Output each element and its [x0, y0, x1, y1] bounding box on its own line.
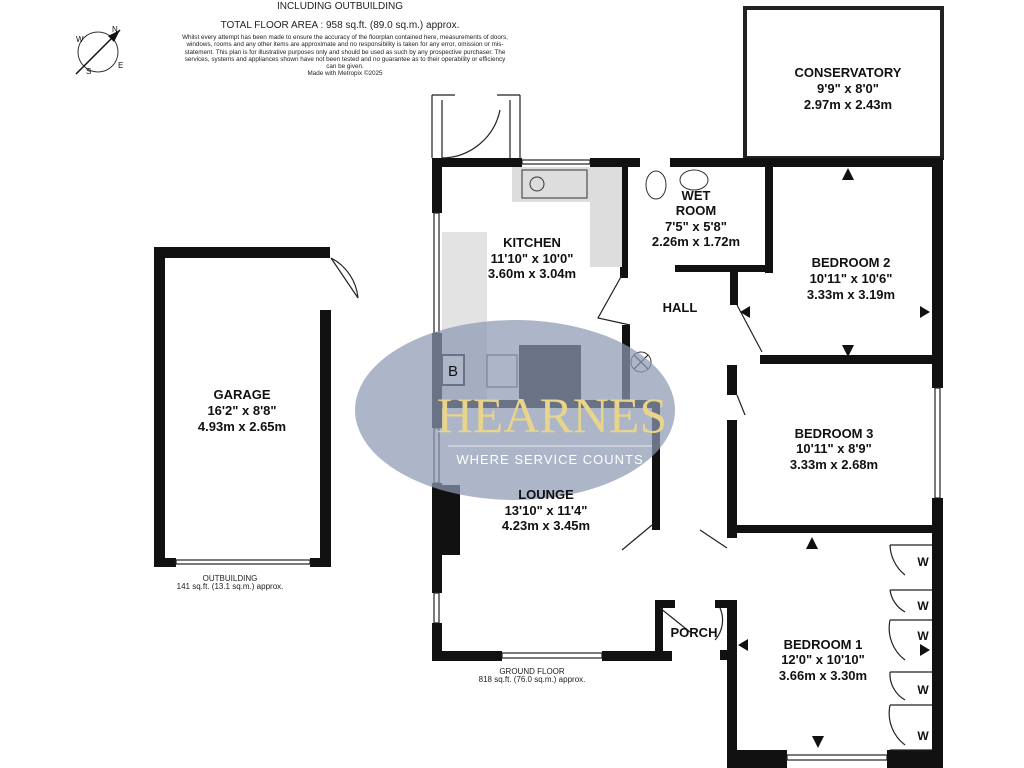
disclaimer: Whilst every attempt has been made to en… — [182, 34, 508, 78]
room-garage: GARAGE 16'2" x 8'8" 4.93m x 2.65m — [198, 387, 286, 434]
room-porch: PORCH — [671, 625, 718, 640]
subtitle: INCLUDING OUTBUILDING — [276, 1, 404, 12]
svg-text:S: S — [86, 67, 91, 76]
svg-text:3.33m x 2.68m: 3.33m x 2.68m — [790, 457, 878, 472]
svg-text:BEDROOM 3: BEDROOM 3 — [795, 426, 874, 441]
svg-text:12'0" x 10'10": 12'0" x 10'10" — [781, 652, 865, 667]
svg-text:3.60m x 3.04m: 3.60m x 3.04m — [488, 266, 576, 281]
svg-text:16'2" x 8'8": 16'2" x 8'8" — [207, 403, 276, 418]
made-with: Made with Metropix ©2025 — [307, 70, 383, 78]
svg-text:7'5" x 5'8": 7'5" x 5'8" — [665, 219, 727, 234]
svg-text:BEDROOM 1: BEDROOM 1 — [784, 637, 863, 652]
svg-text:11'10" x 10'0": 11'10" x 10'0" — [491, 251, 574, 266]
svg-text:HEARNES: HEARNES — [437, 387, 668, 443]
wardrobe-labels: W W W W W — [917, 555, 929, 743]
svg-text:4.23m x 3.45m: 4.23m x 3.45m — [502, 518, 590, 533]
svg-text:3.66m x 3.30m: 3.66m x 3.30m — [779, 668, 867, 683]
svg-text:2.97m x 2.43m: 2.97m x 2.43m — [804, 97, 892, 112]
svg-text:W: W — [917, 599, 929, 613]
svg-text:OUTBUILDING: OUTBUILDING — [203, 574, 258, 583]
svg-text:10'11" x 10'6": 10'11" x 10'6" — [810, 271, 893, 286]
room-conservatory: CONSERVATORY 9'9" x 8'0" 2.97m x 2.43m — [795, 65, 902, 112]
svg-text:WET: WET — [682, 188, 711, 203]
compass-icon: N E S W — [75, 25, 123, 76]
svg-text:W: W — [917, 683, 929, 697]
total-floor-area: TOTAL FLOOR AREA : 958 sq.ft. (89.0 sq.m… — [220, 20, 460, 31]
svg-text:GARAGE: GARAGE — [213, 387, 270, 402]
svg-text:818 sq.ft. (76.0 sq.m.) approx: 818 sq.ft. (76.0 sq.m.) approx. — [479, 675, 586, 684]
room-bedroom-1: BEDROOM 1 12'0" x 10'10" 3.66m x 3.30m — [779, 637, 867, 683]
room-lounge: LOUNGE 13'10" x 11'4" 4.23m x 3.45m — [502, 487, 590, 533]
svg-text:BEDROOM 2: BEDROOM 2 — [812, 255, 891, 270]
svg-text:E: E — [118, 61, 123, 70]
room-wet-room: WET ROOM 7'5" x 5'8" 2.26m x 1.72m — [652, 188, 740, 249]
ground-floor-caption: GROUND FLOOR 818 sq.ft. (76.0 sq.m.) app… — [479, 667, 586, 684]
svg-text:ROOM: ROOM — [676, 203, 716, 218]
svg-text:3.33m x 3.19m: 3.33m x 3.19m — [807, 287, 895, 302]
svg-text:W: W — [917, 729, 929, 743]
svg-text:W: W — [76, 35, 84, 44]
svg-text:CONSERVATORY: CONSERVATORY — [795, 65, 902, 80]
svg-text:GROUND FLOOR: GROUND FLOOR — [499, 667, 565, 676]
svg-text:KITCHEN: KITCHEN — [503, 235, 561, 250]
svg-text:WHERE SERVICE COUNTS: WHERE SERVICE COUNTS — [456, 452, 643, 467]
svg-text:10'11" x 8'9": 10'11" x 8'9" — [796, 441, 872, 456]
svg-text:2.26m x 1.72m: 2.26m x 1.72m — [652, 234, 740, 249]
boiler-label: B — [448, 363, 458, 380]
svg-text:13'10" x 11'4": 13'10" x 11'4" — [505, 503, 588, 518]
room-kitchen: KITCHEN 11'10" x 10'0" 3.60m x 3.04m — [488, 235, 576, 281]
svg-text:141 sq.ft. (13.1 sq.m.) approx: 141 sq.ft. (13.1 sq.m.) approx. — [177, 582, 284, 591]
svg-text:W: W — [917, 629, 929, 643]
svg-text:9'9" x 8'0": 9'9" x 8'0" — [817, 81, 879, 96]
svg-text:W: W — [917, 555, 929, 569]
svg-text:LOUNGE: LOUNGE — [518, 487, 574, 502]
svg-text:4.93m x 2.65m: 4.93m x 2.65m — [198, 419, 286, 434]
room-hall: HALL — [663, 300, 698, 315]
outbuilding-caption: OUTBUILDING 141 sq.ft. (13.1 sq.m.) appr… — [177, 574, 284, 591]
garage — [154, 247, 359, 567]
room-bedroom-3: BEDROOM 3 10'11" x 8'9" 3.33m x 2.68m — [790, 426, 878, 472]
watermark-logo: HEARNES WHERE SERVICE COUNTS — [355, 320, 675, 500]
room-bedroom-2: BEDROOM 2 10'11" x 10'6" 3.33m x 3.19m — [807, 255, 895, 302]
svg-text:N: N — [112, 25, 118, 34]
